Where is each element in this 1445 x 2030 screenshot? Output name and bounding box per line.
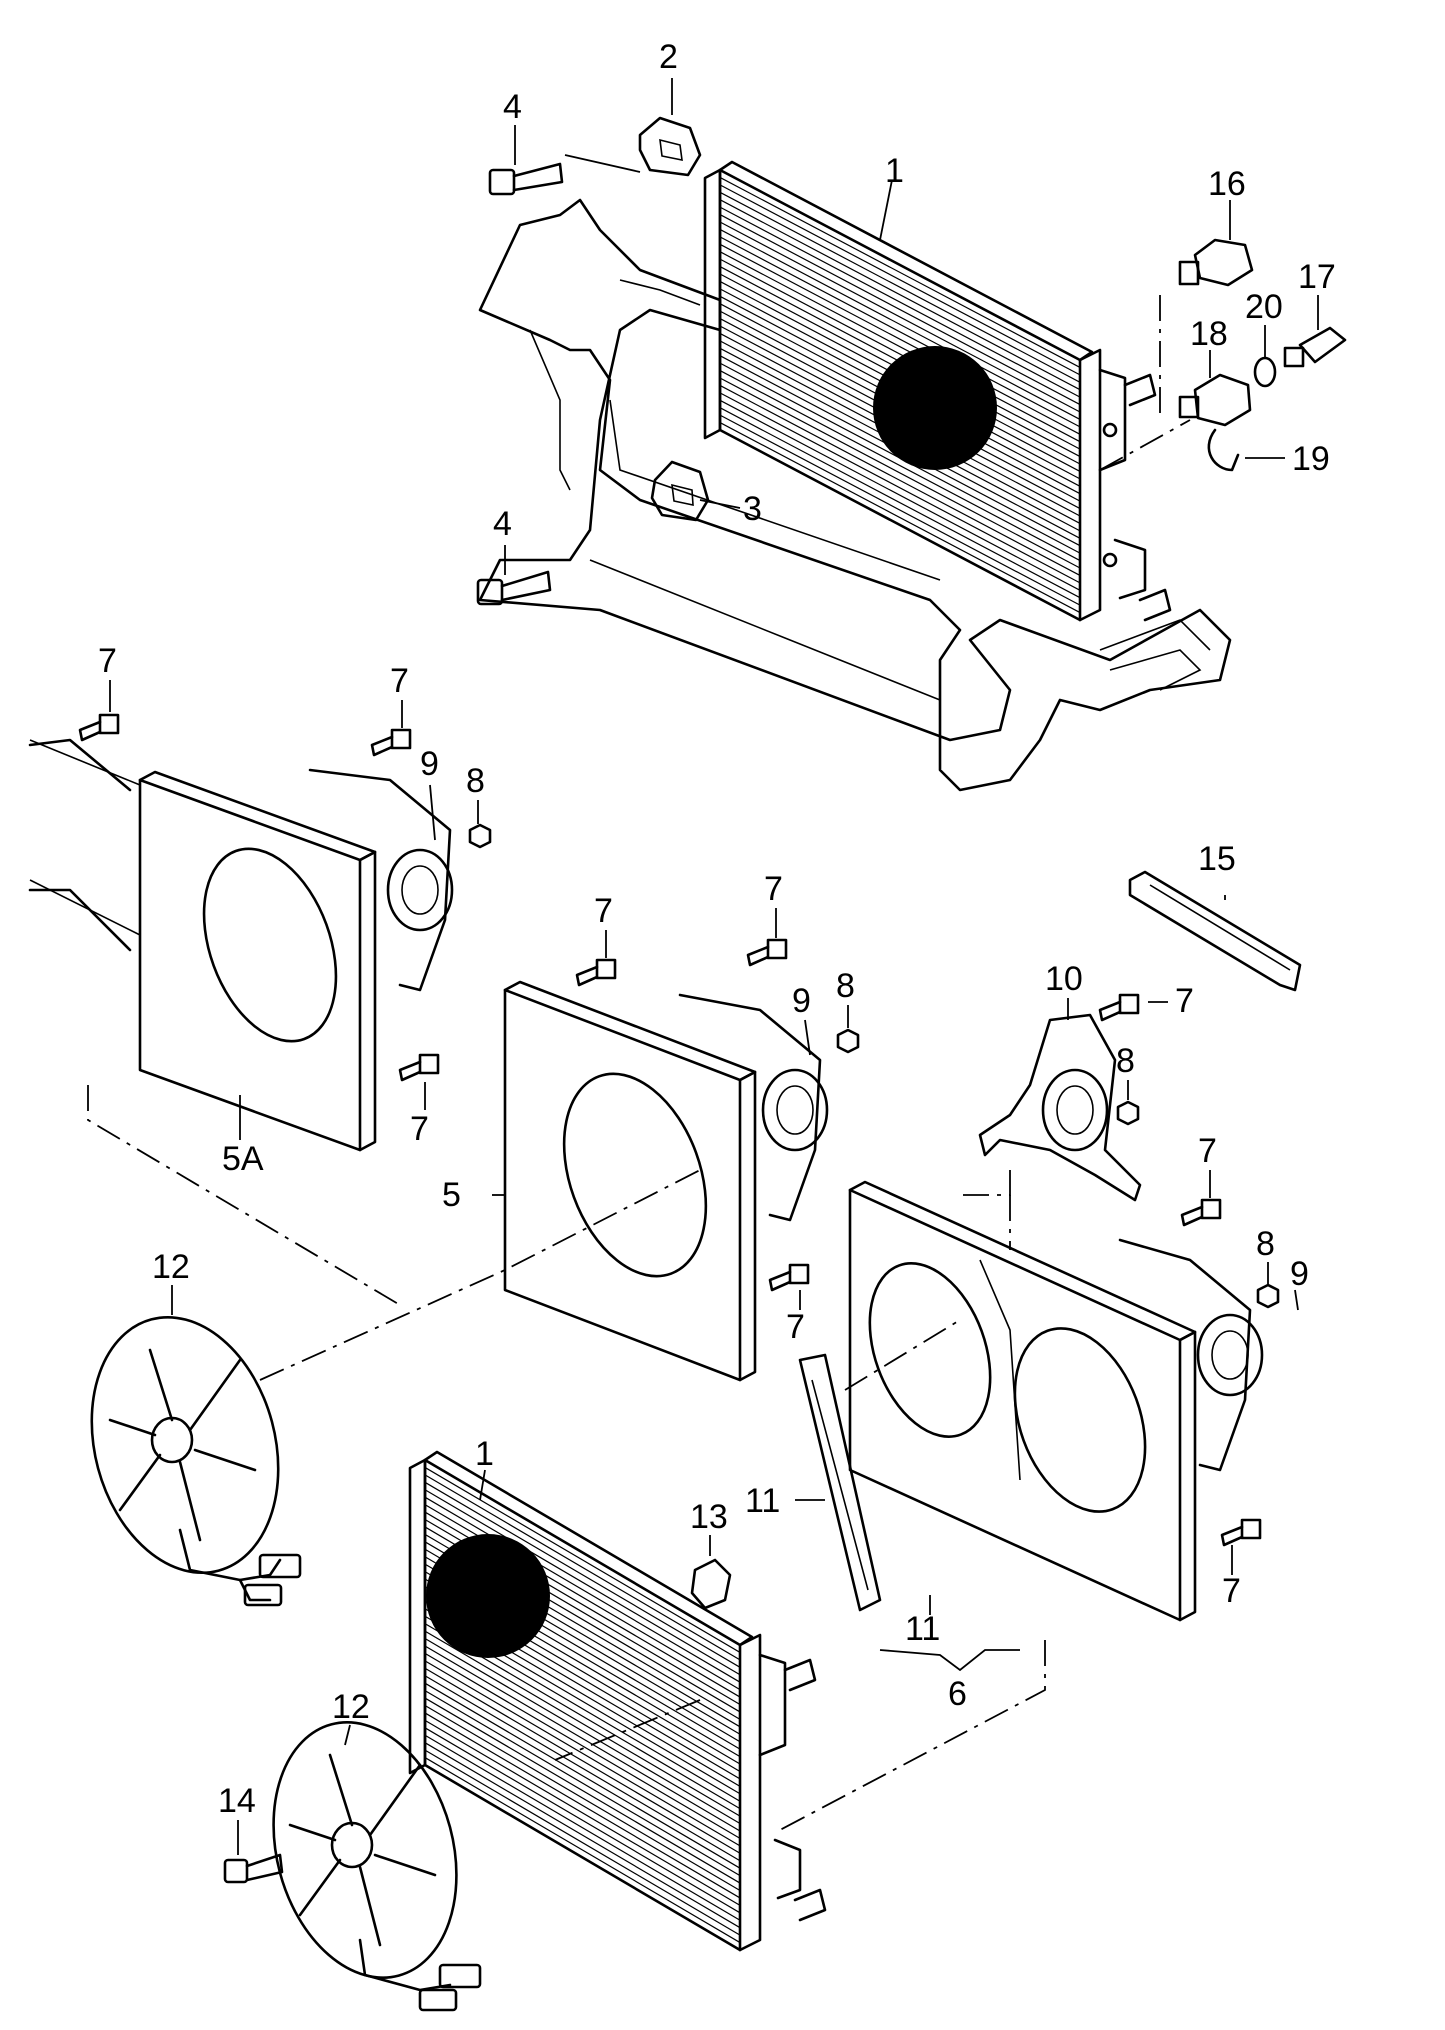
callout-labels: 2 4 1 16 17 20 18 19 3 4 7 7 9 8 15 7 7 … bbox=[98, 38, 1336, 1820]
rubber-buffer-13 bbox=[690, 1558, 732, 1610]
nut-8-c bbox=[1116, 1100, 1140, 1126]
nut-8-b bbox=[836, 1028, 860, 1054]
callout-8: 8 bbox=[466, 762, 485, 800]
callout-12: 12 bbox=[152, 1248, 190, 1286]
callout-3: 3 bbox=[743, 490, 762, 528]
bolt-7-c bbox=[575, 958, 617, 987]
callout-19: 19 bbox=[1292, 440, 1330, 478]
callout-1: 1 bbox=[885, 152, 904, 190]
bolt-7-g bbox=[398, 1053, 440, 1082]
callout-8: 8 bbox=[1256, 1225, 1275, 1263]
callout-11: 11 bbox=[745, 1482, 780, 1520]
bolt-7-b bbox=[370, 728, 412, 757]
radiator-lower bbox=[408, 1450, 827, 1952]
bolt-14 bbox=[223, 1853, 284, 1884]
air-guide-strip-15 bbox=[1128, 870, 1302, 992]
callout-5A: 5A bbox=[222, 1140, 264, 1178]
seal-strip-11 bbox=[798, 1353, 882, 1612]
callout-15: 15 bbox=[1198, 840, 1236, 878]
seal-ring-20 bbox=[1253, 356, 1277, 388]
callout-10: 10 bbox=[1045, 960, 1083, 998]
upper-mount-bracket bbox=[638, 116, 702, 177]
cooling-fan-lower bbox=[272, 1721, 482, 2012]
callout-17: 17 bbox=[1298, 258, 1336, 296]
callout-11: 11 bbox=[905, 1610, 940, 1648]
assembly-dash-lines bbox=[87, 295, 1191, 1831]
callout-12: 12 bbox=[332, 1688, 370, 1726]
fan-motor-bracket-10 bbox=[978, 1013, 1142, 1202]
fan-shroud-5a bbox=[28, 738, 454, 1152]
callout-8: 8 bbox=[1116, 1042, 1135, 1080]
callout-4: 4 bbox=[493, 505, 512, 543]
thermo-switch-16 bbox=[1178, 238, 1254, 287]
twin-fan-shroud-6 bbox=[848, 1180, 1264, 1622]
callout-7: 7 bbox=[594, 892, 613, 930]
callout-7: 7 bbox=[98, 642, 117, 680]
callout-4: 4 bbox=[503, 88, 522, 126]
cooling-fan-upper bbox=[90, 1315, 302, 1607]
callout-1: 1 bbox=[475, 1435, 494, 1473]
callout-20: 20 bbox=[1245, 288, 1283, 326]
callout-18: 18 bbox=[1190, 315, 1228, 353]
callout-7: 7 bbox=[786, 1308, 805, 1346]
callout-2: 2 bbox=[659, 38, 678, 76]
callout-7: 7 bbox=[764, 870, 783, 908]
callout-7: 7 bbox=[1175, 982, 1194, 1020]
bolt-7-h bbox=[768, 1263, 810, 1292]
nut-8-d bbox=[1256, 1283, 1280, 1309]
leader-lines bbox=[109, 78, 1319, 1855]
callout-7: 7 bbox=[390, 662, 409, 700]
callout-9: 9 bbox=[792, 982, 811, 1020]
lower-mount-bracket bbox=[650, 460, 710, 522]
callout-14: 14 bbox=[218, 1782, 256, 1820]
callout-9: 9 bbox=[1290, 1255, 1309, 1293]
bolt-7-f bbox=[1180, 1198, 1222, 1227]
lock-carrier-frame bbox=[478, 198, 1232, 792]
callout-7: 7 bbox=[410, 1110, 429, 1148]
temperature-sender-17 bbox=[1283, 326, 1347, 368]
callout-8: 8 bbox=[836, 967, 855, 1005]
retaining-clip-19 bbox=[1207, 428, 1240, 472]
bolt-lower bbox=[476, 570, 552, 606]
bolt-7-a bbox=[78, 713, 120, 742]
callout-7: 7 bbox=[1198, 1132, 1217, 1170]
callout-5: 5 bbox=[442, 1176, 461, 1214]
nut-8-a bbox=[468, 823, 492, 849]
bolt-7-d bbox=[746, 938, 788, 967]
callout-16: 16 bbox=[1208, 165, 1246, 203]
switch-housing-18 bbox=[1178, 373, 1252, 427]
callout-13: 13 bbox=[690, 1498, 728, 1536]
obscured-region-upper bbox=[873, 346, 997, 470]
bolt-7-i bbox=[1220, 1518, 1262, 1547]
callout-7: 7 bbox=[1222, 1572, 1241, 1610]
callout-6: 6 bbox=[948, 1675, 967, 1713]
bolt-upper bbox=[488, 162, 564, 196]
fan-shroud-5 bbox=[503, 980, 829, 1382]
callout-9: 9 bbox=[420, 745, 439, 783]
bolt-7-e bbox=[1098, 993, 1140, 1022]
obscured-region-lower bbox=[426, 1534, 550, 1658]
